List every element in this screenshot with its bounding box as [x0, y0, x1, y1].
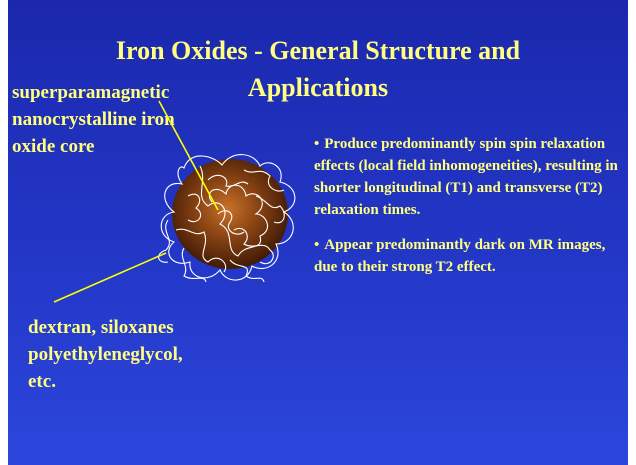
bullet-glyph: • — [314, 237, 320, 253]
core-label-line: oxide core — [12, 136, 95, 157]
bullet-item: •Appear predominantly dark on MR images,… — [314, 234, 624, 278]
pointer-lines — [53, 100, 219, 303]
slide-title: Iron Oxides - General Structure and Appl… — [8, 32, 628, 106]
bullet-text: Appear predominantly dark on MR images, … — [314, 237, 606, 275]
bullet-item: •Produce predominantly spin spin relaxat… — [314, 133, 624, 221]
bullet-list: •Produce predominantly spin spin relaxat… — [314, 133, 624, 291]
iron-oxide-core — [172, 159, 288, 269]
slide: Iron Oxides - General Structure and Appl… — [8, 0, 628, 465]
core-pointer-line — [158, 100, 219, 211]
coating-pointer-line — [53, 252, 167, 303]
title-line-1: Iron Oxides - General Structure and — [115, 36, 521, 65]
title-line-2: Applications — [247, 73, 389, 102]
core-label: superparamagnetic nanocrystalline iron o… — [12, 79, 175, 160]
bullet-text: Produce predominantly spin spin relaxati… — [314, 136, 618, 218]
iron-oxide-nanoparticle-illustration — [53, 100, 296, 303]
core-label-line: superparamagnetic — [12, 82, 170, 103]
coating-label: dextran, siloxanes polyethyleneglycol, e… — [28, 314, 183, 395]
core-label-line: nanocrystalline iron — [12, 109, 175, 130]
coating-label-line: polyethyleneglycol, — [28, 344, 183, 365]
coating-label-line: dextran, siloxanes — [28, 317, 174, 338]
polymer-coating-strands — [158, 154, 296, 283]
bullet-glyph: • — [314, 136, 320, 152]
coating-label-line: etc. — [28, 371, 56, 392]
